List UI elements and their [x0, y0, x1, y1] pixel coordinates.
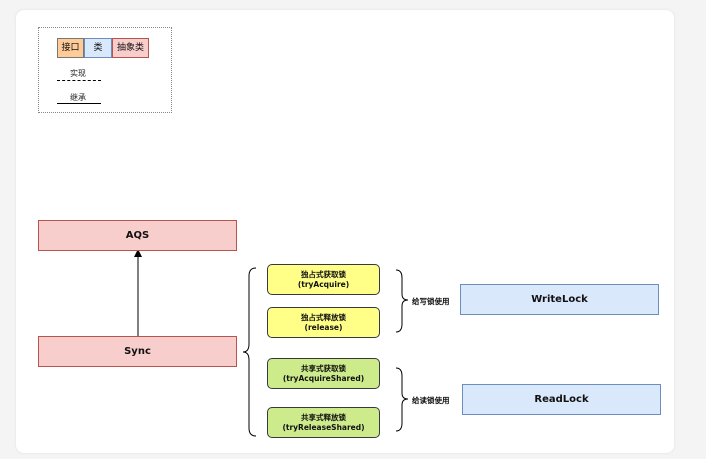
legend-extends-line: [57, 103, 101, 104]
legend-class: 类: [84, 38, 112, 58]
legend-implements-label: 实现: [70, 69, 86, 78]
shared-acquire-node: 共享式获取锁 (tryAcquireShared): [267, 358, 380, 389]
write-lock-node: WriteLock: [460, 284, 659, 315]
shared-release-method: (tryReleaseShared): [282, 422, 365, 432]
exclusive-release-method: (release): [304, 322, 343, 332]
exclusive-acquire-node: 独占式获取锁 (tryAcquire): [267, 264, 380, 295]
legend-extends-label: 继承: [70, 93, 86, 102]
legend-interface: 接口: [57, 38, 84, 58]
exclusive-acquire-title: 独占式获取锁: [301, 269, 346, 279]
exclusive-acquire-method: (tryAcquire): [297, 279, 350, 289]
write-lock-label: WriteLock: [531, 294, 588, 305]
shared-release-title: 共享式释放锁: [301, 412, 346, 422]
for-write-lock-label: 给写锁使用: [412, 297, 450, 306]
legend: [38, 27, 172, 113]
legend-implements-line: [57, 80, 101, 81]
sync-node: Sync: [38, 336, 237, 367]
for-read-lock-label: 给读锁使用: [412, 396, 450, 405]
exclusive-release-title: 独占式释放锁: [301, 312, 346, 322]
shared-release-node: 共享式释放锁 (tryReleaseShared): [267, 407, 380, 438]
sync-label: Sync: [124, 346, 151, 357]
read-lock-node: ReadLock: [462, 384, 661, 415]
aqs-node: AQS: [38, 220, 237, 251]
legend-abstract-class: 抽象类: [112, 38, 149, 58]
exclusive-release-node: 独占式释放锁 (release): [267, 307, 380, 338]
aqs-label: AQS: [125, 230, 150, 241]
method-group-brace: [242, 267, 257, 437]
write-lock-brace: [395, 269, 409, 333]
shared-acquire-title: 共享式获取锁: [301, 363, 346, 373]
read-lock-label: ReadLock: [534, 394, 589, 405]
read-lock-brace: [395, 367, 409, 432]
shared-acquire-method: (tryAcquireShared): [282, 373, 365, 383]
